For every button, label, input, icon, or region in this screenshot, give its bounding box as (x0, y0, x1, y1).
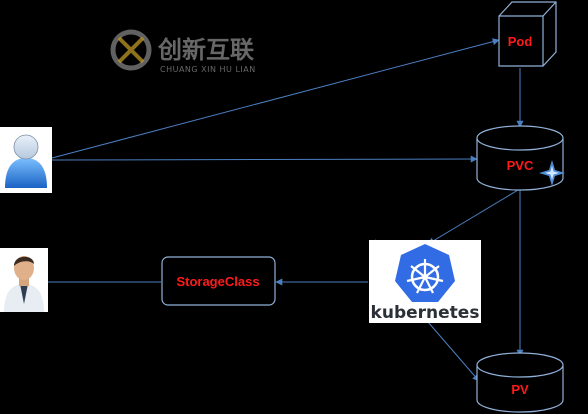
pvc-node[interactable]: PVC (476, 125, 564, 191)
edge-user-to-pvc (51, 155, 478, 163)
storageclass-node[interactable]: StorageClass (161, 256, 276, 306)
watermark-title: 创新互联 (157, 36, 254, 64)
businessman-icon (4, 256, 44, 312)
pod-label: Pod (508, 34, 533, 49)
pv-label: PV (511, 382, 529, 397)
pod-node[interactable]: Pod (498, 1, 557, 67)
edge-pvc-to-kubernetes (427, 189, 519, 245)
pvc-label: PVC (507, 158, 534, 173)
user-node[interactable] (0, 127, 52, 193)
sparkle-icon (539, 160, 565, 186)
pv-node[interactable]: PV (476, 352, 564, 413)
kubernetes-node[interactable]: kubernetes (369, 240, 481, 323)
watermark: 创新互联 CHUANG XIN HU LIAN (110, 29, 256, 74)
storageclass-label: StorageClass (176, 274, 259, 289)
kubernetes-label: kubernetes (371, 303, 480, 323)
watermark-logo-icon (110, 29, 152, 71)
user-icon (5, 134, 47, 188)
admin-node[interactable] (0, 248, 48, 312)
kubernetes-wheel-icon (395, 244, 455, 302)
edges (48, 38, 524, 382)
edge-user-to-pod (51, 38, 500, 159)
stray-char: 类 (369, 240, 382, 255)
watermark-subtitle: CHUANG XIN HU LIAN (160, 65, 256, 74)
edge-kubernetes-to-pv (427, 321, 480, 382)
